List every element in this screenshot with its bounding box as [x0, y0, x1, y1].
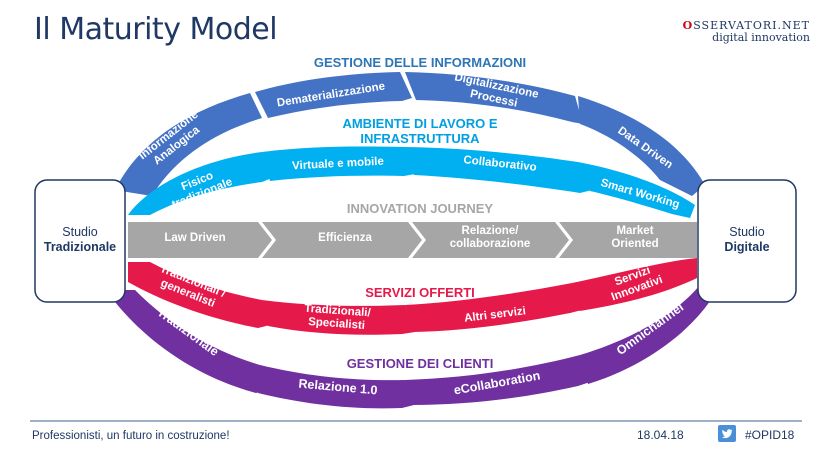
band-innovation: [128, 222, 697, 258]
maturity-diagram: [34, 72, 797, 409]
studio-digitale-label: Studio Digitale: [724, 225, 770, 254]
studio-tradizionale-label: Studio Tradizionale: [43, 225, 117, 254]
arrow-efficienza: [262, 222, 422, 258]
logo-o-icon: O: [682, 19, 694, 32]
arrow-data-driven: [578, 96, 705, 196]
studio-tradizionale-box: [34, 179, 126, 303]
arrow-omnichannel: [580, 285, 716, 384]
arrow-informazione-analogica: [115, 93, 262, 196]
item-innovation-2: Efficienza: [318, 232, 372, 244]
arrow-collaborativo: [405, 147, 592, 193]
band-informazioni: [115, 72, 705, 196]
arrow-tradizionali-specialisti: [262, 300, 415, 335]
logo-line1: SSERVATORI.NET: [693, 19, 810, 32]
twitter-icon[interactable]: [718, 425, 736, 442]
footer-date: 18.04.18: [637, 428, 684, 442]
band-servizi: [128, 258, 697, 335]
arrow-smart-working: [578, 162, 695, 218]
page-title: Il Maturity Model: [34, 12, 278, 47]
logo-line2: digital innovation: [712, 31, 810, 44]
twitter-bird-icon: [721, 429, 733, 439]
arrow-relazione-1: [258, 365, 414, 409]
arrow-tradizionali-generalisti: [128, 262, 270, 328]
arrow-law-driven: [128, 222, 272, 258]
label-gestione-clienti: GESTIONE DEI CLIENTI: [346, 356, 494, 371]
label-servizi-offerti: SERVIZI OFFERTI: [365, 285, 475, 300]
label-ambiente-line1: AMBIENTE DI LAVORO E: [342, 116, 498, 131]
arrow-relazione: [412, 222, 569, 258]
hashtag[interactable]: #OPID18: [745, 428, 795, 442]
arrow-altri-servizi: [405, 283, 582, 332]
band-clienti: [115, 285, 716, 409]
arrow-ecollaboration: [405, 355, 590, 405]
studio-digitale-box: [697, 179, 797, 303]
arrow-tradizionale: [115, 290, 268, 393]
arrow-virtuale-mobile: [262, 146, 415, 181]
band-ambiente: [128, 146, 695, 218]
item-innovation-3: Relazione/collaborazione: [449, 225, 531, 250]
arrow-digitalizzazione-processi: [405, 72, 583, 124]
label-innovation-journey: INNOVATION JOURNEY: [346, 201, 494, 216]
arrow-fisico-tradizionale: [128, 152, 272, 215]
arrow-servizi-innovativi: [572, 258, 697, 311]
arrow-market-oriented: [559, 222, 697, 258]
footer-divider: [30, 420, 802, 422]
footer-caption: Professionisti, un futuro in costruzione…: [32, 430, 230, 442]
logo: OSSERVATORI.NET digital innovation: [683, 20, 810, 44]
item-innovation-1: Law Driven: [164, 232, 226, 244]
label-gestione-informazioni: GESTIONE DELLE INFORMAZIONI: [313, 55, 527, 70]
label-ambiente-line2: INFRASTRUTTURA: [360, 131, 480, 146]
arrow-dematerializzazione: [255, 72, 412, 118]
